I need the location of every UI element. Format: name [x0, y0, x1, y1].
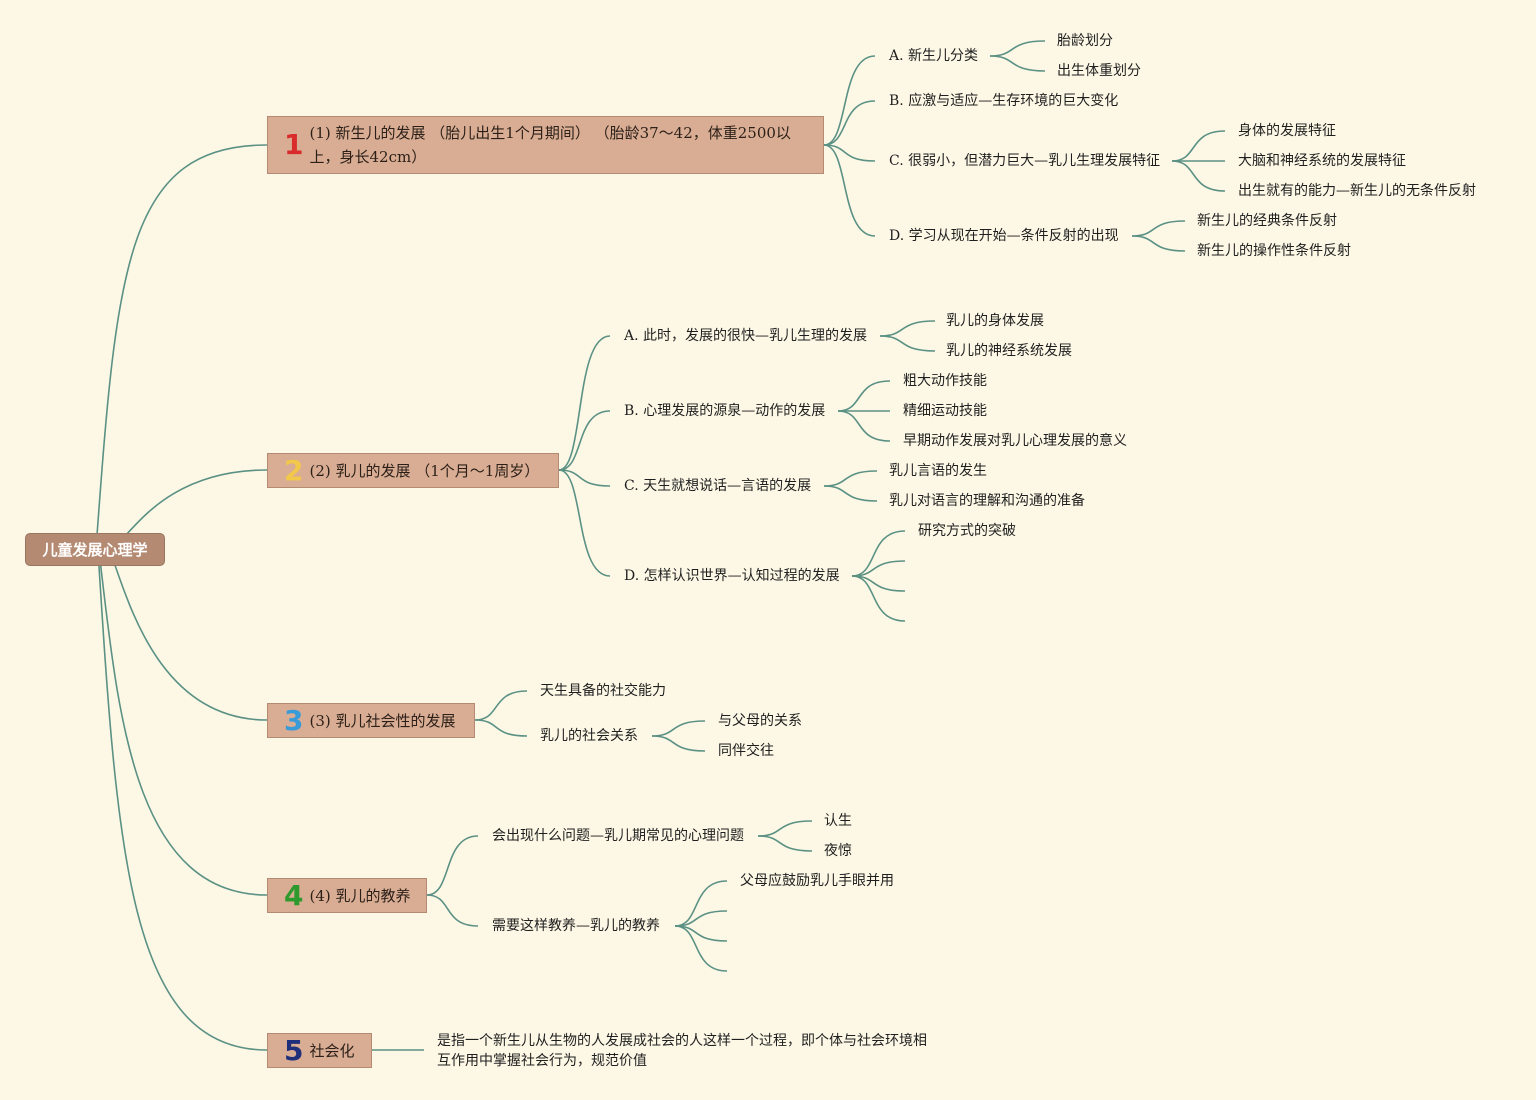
b4a-link-1: [757, 820, 813, 837]
branch-4-label: (4) 乳儿的教养: [309, 886, 411, 905]
root-link-4: [96, 534, 268, 896]
b2-link-1: [558, 335, 611, 471]
leaf-2a-2[interactable]: 乳儿的神经系统发展: [946, 343, 1072, 359]
b4-link-1: [426, 835, 479, 896]
b2d-link-2: [851, 560, 906, 577]
subtopic-2a[interactable]: A. 此时，发展的很快—乳儿生理的发展: [622, 327, 870, 345]
b2-link-4: [558, 469, 611, 577]
b2a-link-2: [879, 335, 936, 352]
leaf-1d-2[interactable]: 新生儿的操作性条件反射: [1197, 243, 1351, 259]
leaf-2b-1[interactable]: 粗大动作技能: [903, 373, 987, 389]
branch-2[interactable]: 2 (2) 乳儿的发展 （1个月～1周岁）: [267, 453, 559, 488]
b1c-link-1: [1171, 130, 1226, 162]
b3b-link-1: [651, 720, 706, 737]
b3b-link-2: [651, 735, 706, 752]
branch-2-label: (2) 乳儿的发展 （1个月～1周岁）: [309, 461, 540, 480]
number-1-icon: 1: [284, 128, 304, 161]
b4b-link-4: [674, 925, 728, 972]
b2-link-3: [558, 469, 611, 487]
b3-link-2: [474, 719, 528, 737]
leaf-2c-1[interactable]: 乳儿言语的发生: [889, 463, 987, 479]
subtopic-3b[interactable]: 乳儿的社会关系: [538, 727, 640, 745]
branch-3[interactable]: 3 (3) 乳儿社会性的发展: [267, 703, 475, 738]
leaf-2b-3[interactable]: 早期动作发展对乳儿心理发展的意义: [903, 433, 1127, 449]
b3-link-1: [474, 690, 528, 721]
b4b-link-1: [674, 880, 728, 927]
b4a-link-2: [757, 835, 813, 852]
subtopic-1d[interactable]: D. 学习从现在开始—条件反射的出现: [887, 227, 1121, 245]
branch-5[interactable]: 5 社会化: [267, 1033, 372, 1068]
subtopic-3a[interactable]: 天生具备的社交能力: [538, 682, 668, 700]
branch-3-label: (3) 乳儿社会性的发展: [309, 711, 456, 730]
leaf-1a-1[interactable]: 胎龄划分: [1057, 33, 1113, 49]
b2d-link-4: [851, 575, 906, 622]
leaf-1c-2[interactable]: 大脑和神经系统的发展特征: [1238, 153, 1406, 169]
b2b-link-3: [837, 410, 891, 442]
b1c-link-3: [1171, 160, 1226, 192]
subtopic-4a[interactable]: 会出现什么问题—乳儿期常见的心理问题: [490, 827, 746, 845]
leaf-3b-2[interactable]: 同伴交往: [718, 743, 774, 759]
b2a-link-1: [879, 320, 936, 337]
leaf-4a-2[interactable]: 夜惊: [824, 843, 852, 859]
number-5-icon: 5: [284, 1033, 304, 1067]
leaf-1c-1[interactable]: 身体的发展特征: [1238, 123, 1336, 139]
b1d-link-2: [1131, 235, 1186, 252]
root-link-5: [96, 534, 268, 1051]
leaf-2d-1[interactable]: 研究方式的突破: [918, 523, 1016, 539]
leaf-3b-1[interactable]: 与父母的关系: [718, 713, 802, 729]
b2-link-2: [558, 410, 611, 471]
b2d-link-1: [851, 530, 906, 577]
b2c-link-1: [823, 470, 878, 487]
subtopic-2c[interactable]: C. 天生就想说话—言语的发展: [622, 477, 814, 495]
branch-1-label: (1) 新生儿的发展 （胎儿出生1个月期间） （胎龄37～42，体重2500以上…: [309, 124, 791, 166]
subtopic-4b[interactable]: 需要这样教养—乳儿的教养: [490, 917, 662, 935]
root-link-1: [96, 144, 268, 536]
branch-5-label: 社会化: [309, 1041, 355, 1060]
b1-link-4: [823, 144, 876, 237]
subtopic-1c[interactable]: C. 很弱小，但潜力巨大—乳儿生理发展特征: [887, 152, 1163, 170]
leaf-2a-1[interactable]: 乳儿的身体发展: [946, 313, 1044, 329]
leaf-4a-1[interactable]: 认生: [824, 813, 852, 829]
subtopic-2d[interactable]: D. 怎样认识世界—认知过程的发展: [622, 567, 842, 585]
leaf-1d-1[interactable]: 新生儿的经典条件反射: [1197, 213, 1337, 229]
b1d-link-1: [1131, 220, 1186, 237]
b1-link-2: [823, 100, 876, 146]
socialization-description: 是指一个新生儿从生物的人发展成社会的人这样一个过程，即个体与社会环境相互作用中掌…: [435, 1031, 939, 1071]
b1-link-1: [823, 55, 876, 146]
root-label: 儿童发展心理学: [42, 541, 148, 559]
b2d-link-3: [851, 575, 906, 592]
leaf-2c-2[interactable]: 乳儿对语言的理解和沟通的准备: [889, 493, 1085, 509]
branch-4[interactable]: 4 (4) 乳儿的教养: [267, 878, 427, 913]
number-4-icon: 4: [284, 878, 304, 912]
branch-1[interactable]: 1 (1) 新生儿的发展 （胎儿出生1个月期间） （胎龄37～42，体重2500…: [267, 116, 824, 174]
b1a-link-2: [989, 55, 1046, 72]
leaf-1a-2[interactable]: 出生体重划分: [1057, 63, 1141, 79]
leaf-4b-1[interactable]: 父母应鼓励乳儿手眼并用: [740, 873, 894, 889]
b1-link-3: [823, 144, 876, 162]
number-3-icon: 3: [284, 703, 304, 737]
b2b-link-1: [837, 380, 891, 412]
b1a-link-1: [989, 40, 1046, 57]
root-topic[interactable]: 儿童发展心理学: [25, 533, 165, 566]
subtopic-2b[interactable]: B. 心理发展的源泉—动作的发展: [622, 402, 828, 420]
subtopic-1b[interactable]: B. 应激与适应—生存环境的巨大变化: [887, 92, 1121, 110]
b4-link-2: [426, 894, 479, 927]
leaf-1c-3[interactable]: 出生就有的能力—新生儿的无条件反射: [1238, 183, 1476, 199]
number-2-icon: 2: [284, 453, 304, 487]
leaf-2b-2[interactable]: 精细运动技能: [903, 403, 987, 419]
b2c-link-2: [823, 485, 878, 502]
subtopic-1a[interactable]: A. 新生儿分类: [887, 47, 981, 65]
